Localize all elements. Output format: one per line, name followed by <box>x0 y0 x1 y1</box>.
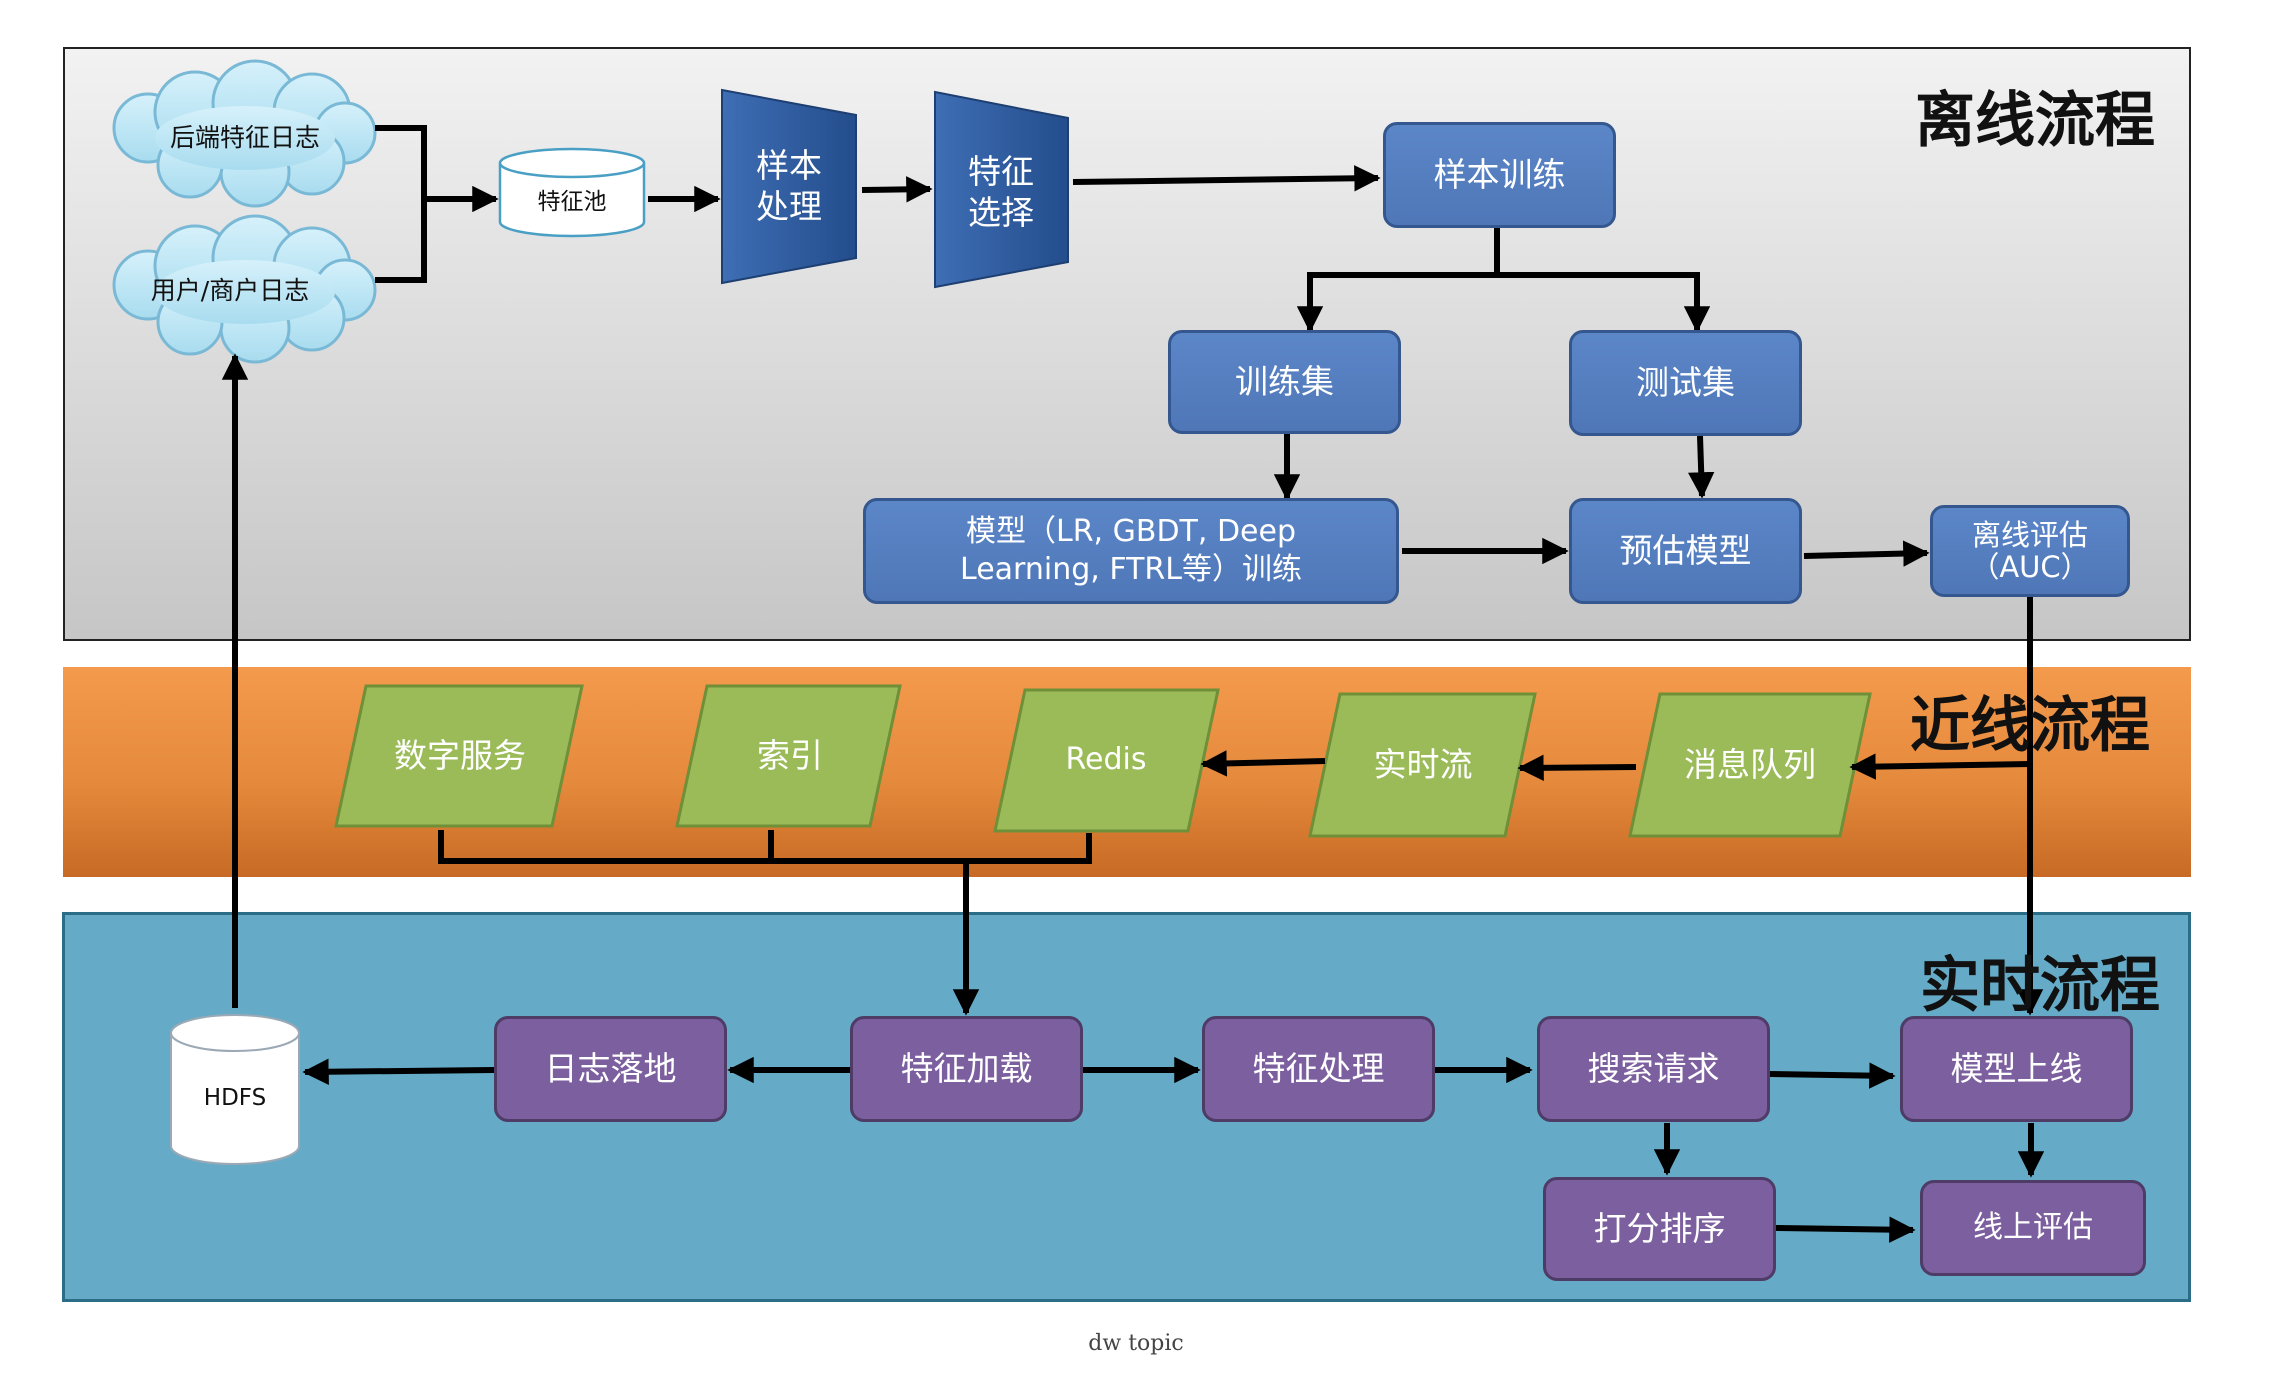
backend-log-cloud <box>112 59 377 208</box>
model-online-box: 模型上线 <box>1900 1016 2133 1122</box>
realtime-stream-label: 实时流 <box>1373 745 1473 785</box>
feature-processing-box: 特征处理 <box>1202 1016 1435 1122</box>
index-label: 索引 <box>757 736 823 776</box>
user-log-cloud <box>112 214 377 364</box>
redis-shape <box>993 688 1220 833</box>
user-log-label: 用户/商户日志 <box>150 276 310 306</box>
digital-service-label: 数字服务 <box>394 736 526 776</box>
sample-processing-label: 样本处理 <box>756 145 822 226</box>
index-shape <box>675 684 902 828</box>
hdfs-label: HDFS <box>203 1084 267 1111</box>
test-set-box: 测试集 <box>1569 330 1802 436</box>
prediction-model-box: 预估模型 <box>1569 498 1802 604</box>
feature-pool-cylinder <box>498 147 646 238</box>
realtime-section-title: 实时流程 <box>1920 951 2160 1021</box>
model-training-box: 模型（LR, GBDT, Deep Learning, FTRL等）训练 <box>863 498 1399 604</box>
online-eval-box: 线上评估 <box>1920 1180 2146 1276</box>
offline-eval-box: 离线评估（AUC） <box>1930 505 2130 597</box>
sample-training-box: 样本训练 <box>1383 122 1616 228</box>
nearline-section-title: 近线流程 <box>1910 691 2150 761</box>
log-landing-box: 日志落地 <box>494 1016 727 1122</box>
train-set-box: 训练集 <box>1168 330 1401 434</box>
realtime-section <box>62 912 2191 1302</box>
digital-service-shape <box>334 684 584 828</box>
redis-label: Redis <box>1065 742 1147 778</box>
search-request-box: 搜索请求 <box>1537 1016 1770 1122</box>
hdfs-cylinder <box>170 1014 300 1165</box>
scoring-ranking-box: 打分排序 <box>1543 1177 1776 1281</box>
feature-loading-box: 特征加载 <box>850 1016 1083 1122</box>
footer-caption: dw topic <box>1088 1331 1184 1356</box>
realtime-stream-shape <box>1308 692 1537 838</box>
feature-pool-label: 特征池 <box>537 188 607 215</box>
offline-section-title: 离线流程 <box>1915 86 2155 156</box>
feature-selection-trapezoid <box>934 90 1069 289</box>
message-queue-label: 消息队列 <box>1684 745 1816 785</box>
backend-log-label: 后端特征日志 <box>169 123 320 153</box>
feature-selection-label: 特征选择 <box>968 151 1034 232</box>
sample-processing-trapezoid <box>721 88 857 285</box>
message-queue-shape <box>1628 692 1872 838</box>
